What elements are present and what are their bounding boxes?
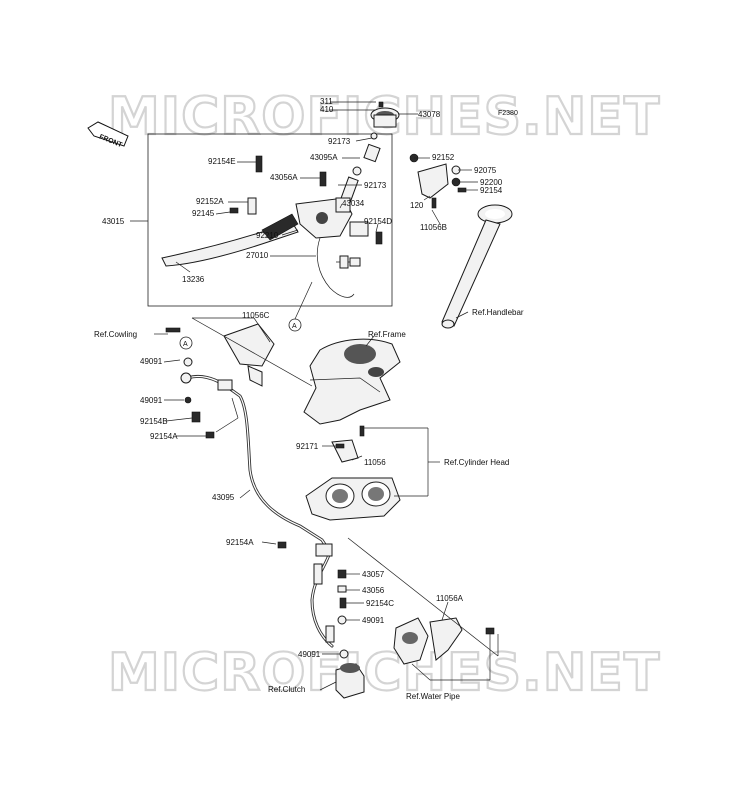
part-labels: 311 410 43078 92173 43095A 92173 92154E … bbox=[102, 97, 503, 659]
label-92152a: 92152A bbox=[196, 197, 224, 206]
switch-wire-icon bbox=[316, 237, 361, 298]
water-pipe-icon bbox=[393, 617, 495, 665]
label-27010: 27010 bbox=[246, 251, 269, 260]
bracket-11056c-icon bbox=[165, 323, 275, 387]
ref-handlebar: Ref.Handlebar bbox=[472, 308, 524, 317]
label-43056: 43056 bbox=[362, 586, 385, 595]
bleeder-hardware-icon bbox=[337, 569, 349, 659]
ref-clutch: Ref.Clutch bbox=[268, 685, 305, 694]
label-92154c: 92154C bbox=[366, 599, 394, 608]
bracket-11056b-icon bbox=[409, 153, 467, 209]
label-43095: 43095 bbox=[212, 493, 235, 502]
label-49091-b: 49091 bbox=[140, 396, 163, 405]
label-43015: 43015 bbox=[102, 217, 125, 226]
label-11056b: 11056B bbox=[420, 223, 447, 232]
label-92154: 92154 bbox=[480, 186, 503, 195]
clutch-hose-icon bbox=[180, 357, 335, 648]
label-92154e: 92154E bbox=[208, 157, 236, 166]
ref-frame: Ref.Frame bbox=[368, 330, 406, 339]
master-cylinder-icon bbox=[229, 155, 383, 245]
label-410: 410 bbox=[320, 105, 334, 114]
label-43095a: 43095A bbox=[310, 153, 338, 162]
label-120: 120 bbox=[410, 201, 424, 210]
label-92152: 92152 bbox=[432, 153, 455, 162]
label-92200: 92200 bbox=[480, 178, 503, 187]
label-92145: 92145 bbox=[192, 209, 215, 218]
watermark-bottom: MICROFICHES.NET bbox=[108, 643, 660, 703]
ref-water-pipe: Ref.Water Pipe bbox=[406, 692, 460, 701]
clutch-slave-cylinder-icon bbox=[335, 663, 365, 699]
label-92075: 92075 bbox=[474, 166, 497, 175]
svg-text:A: A bbox=[183, 341, 188, 348]
label-49091-d: 49091 bbox=[298, 650, 321, 659]
ref-cylinder-head: Ref.Cylinder Head bbox=[444, 458, 509, 467]
label-11056a: 11056A bbox=[436, 594, 464, 603]
svg-text:A: A bbox=[292, 323, 297, 330]
label-11056c: 11056C bbox=[242, 311, 270, 320]
assembly-box bbox=[147, 133, 393, 307]
label-311: 311 bbox=[320, 97, 333, 106]
clutch-lever-icon bbox=[161, 213, 299, 267]
label-43034: 43034 bbox=[342, 199, 365, 208]
throttle-body-icon bbox=[305, 425, 401, 521]
label-92173-lower: 92173 bbox=[364, 181, 387, 190]
label-13236: 13236 bbox=[182, 275, 205, 284]
label-92154b: 92154B bbox=[140, 417, 168, 426]
label-92171: 92171 bbox=[296, 442, 319, 451]
label-49091-c: 49091 bbox=[362, 616, 385, 625]
frame-icon bbox=[303, 338, 401, 425]
leader-ref-a bbox=[294, 281, 313, 320]
label-92210: 92210 bbox=[256, 231, 279, 240]
label-43056a: 43056A bbox=[270, 173, 298, 182]
label-49091-a: 49091 bbox=[140, 357, 163, 366]
label-43078: 43078 bbox=[418, 110, 441, 119]
reservoir-icon bbox=[339, 101, 400, 206]
ref-cowling: Ref.Cowling bbox=[94, 330, 137, 339]
label-92154d: 92154D bbox=[364, 217, 392, 226]
leader-lines bbox=[154, 101, 499, 691]
label-92154a-lower: 92154A bbox=[226, 538, 254, 547]
figure-code: F2380 bbox=[498, 110, 518, 117]
ref-a-marker-2: A bbox=[179, 336, 193, 350]
label-92173-upper: 92173 bbox=[328, 137, 351, 146]
ref-a-marker-1: A bbox=[288, 318, 302, 332]
label-43057: 43057 bbox=[362, 570, 385, 579]
label-11056: 11056 bbox=[364, 458, 386, 467]
reference-labels: Ref.Handlebar Ref.Cowling Ref.Frame Ref.… bbox=[94, 308, 524, 701]
handlebar-icon bbox=[441, 204, 513, 329]
label-92154a: 92154A bbox=[150, 432, 178, 441]
